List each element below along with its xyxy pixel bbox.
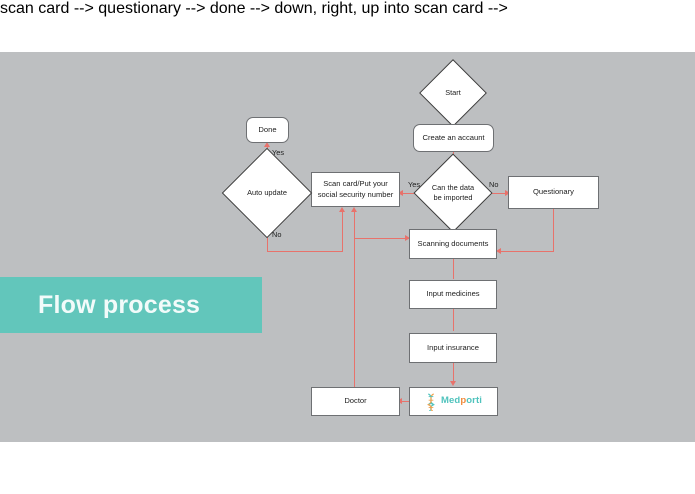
create-account-label: Create an accaunt: [422, 132, 485, 142]
node-start[interactable]: Start: [419, 59, 487, 127]
node-medporti[interactable]: Medporti: [409, 387, 498, 416]
questionary-label: Questionary: [533, 187, 574, 197]
arrowhead-doctor-to-scan: [351, 207, 357, 212]
connector-decision-yes: [400, 193, 426, 195]
edge-label-yes-update: Yes: [272, 148, 285, 157]
input-insurance-label: Input insurance: [427, 342, 479, 352]
connector-autoupdate-no-up: [342, 212, 344, 252]
node-scanning-documents[interactable]: Scanning documents: [409, 229, 497, 259]
node-decision-can-data-be-imported[interactable]: Can the data be imported: [413, 153, 493, 233]
arrowhead-autoupdate-yes: [264, 142, 270, 147]
arrowhead-autoupdate-no: [339, 207, 345, 212]
node-done[interactable]: Done: [246, 117, 289, 143]
node-input-insurance[interactable]: Input insurance: [409, 333, 497, 363]
connector-questionary-left: [500, 251, 554, 253]
decision-label: Can the data be imported: [431, 183, 475, 202]
dna-helix-icon: [425, 392, 437, 412]
start-label: Start: [445, 88, 461, 98]
banner-title: Flow process: [38, 290, 201, 319]
connector-questionary-down: [553, 209, 555, 252]
auto-update-label: Auto update: [247, 188, 287, 198]
scanning-documents-label: Scanning documents: [417, 238, 489, 248]
doctor-label: Doctor: [344, 396, 367, 406]
node-scan-card[interactable]: Scan card/Put your social security numbe…: [311, 172, 400, 207]
connector-autoupdate-no-right: [267, 251, 343, 253]
connector-medporti-to-doctor: [400, 401, 411, 403]
flow-process-banner: Flow process: [0, 277, 262, 333]
node-auto-update[interactable]: Auto update: [221, 147, 313, 239]
connector-medicines-to-insurance: [453, 309, 455, 331]
connector-scan-branch-to-scanning: [354, 238, 409, 240]
edge-label-no-update: No: [272, 230, 282, 239]
diagram-background: [0, 52, 695, 442]
connector-scanning-to-medicines: [453, 258, 455, 279]
medporti-text-part3: orti: [466, 395, 482, 407]
medporti-text-part1: Med: [441, 395, 461, 407]
medporti-wordmark: Medporti: [441, 395, 482, 408]
scan-card-label: Scan card/Put your social security numbe…: [317, 179, 394, 199]
node-input-medicines[interactable]: Input medicines: [409, 280, 497, 309]
arrowhead-decision-no: [505, 189, 510, 196]
connector-decision-no: [481, 193, 508, 195]
edge-label-yes-import: Yes: [408, 180, 421, 189]
arrowhead-questionary-to-scanning: [496, 247, 501, 254]
medporti-text-part2: p: [460, 395, 467, 407]
arrowhead-decision-yes: [398, 189, 403, 196]
edge-label-no-import: No: [489, 180, 499, 189]
connector-doctor-to-scan: [354, 212, 356, 388]
done-label: Done: [258, 124, 277, 134]
arrowhead-insurance-to-medporti: [450, 381, 456, 386]
connector-insurance-to-medporti: [453, 363, 455, 383]
node-create-account[interactable]: Create an accaunt: [413, 124, 494, 152]
arrowhead-scan-branch-to-scanning: [405, 234, 410, 241]
node-questionary[interactable]: Questionary: [508, 176, 599, 209]
input-medicines-label: Input medicines: [426, 289, 480, 299]
node-doctor[interactable]: Doctor: [311, 387, 400, 416]
